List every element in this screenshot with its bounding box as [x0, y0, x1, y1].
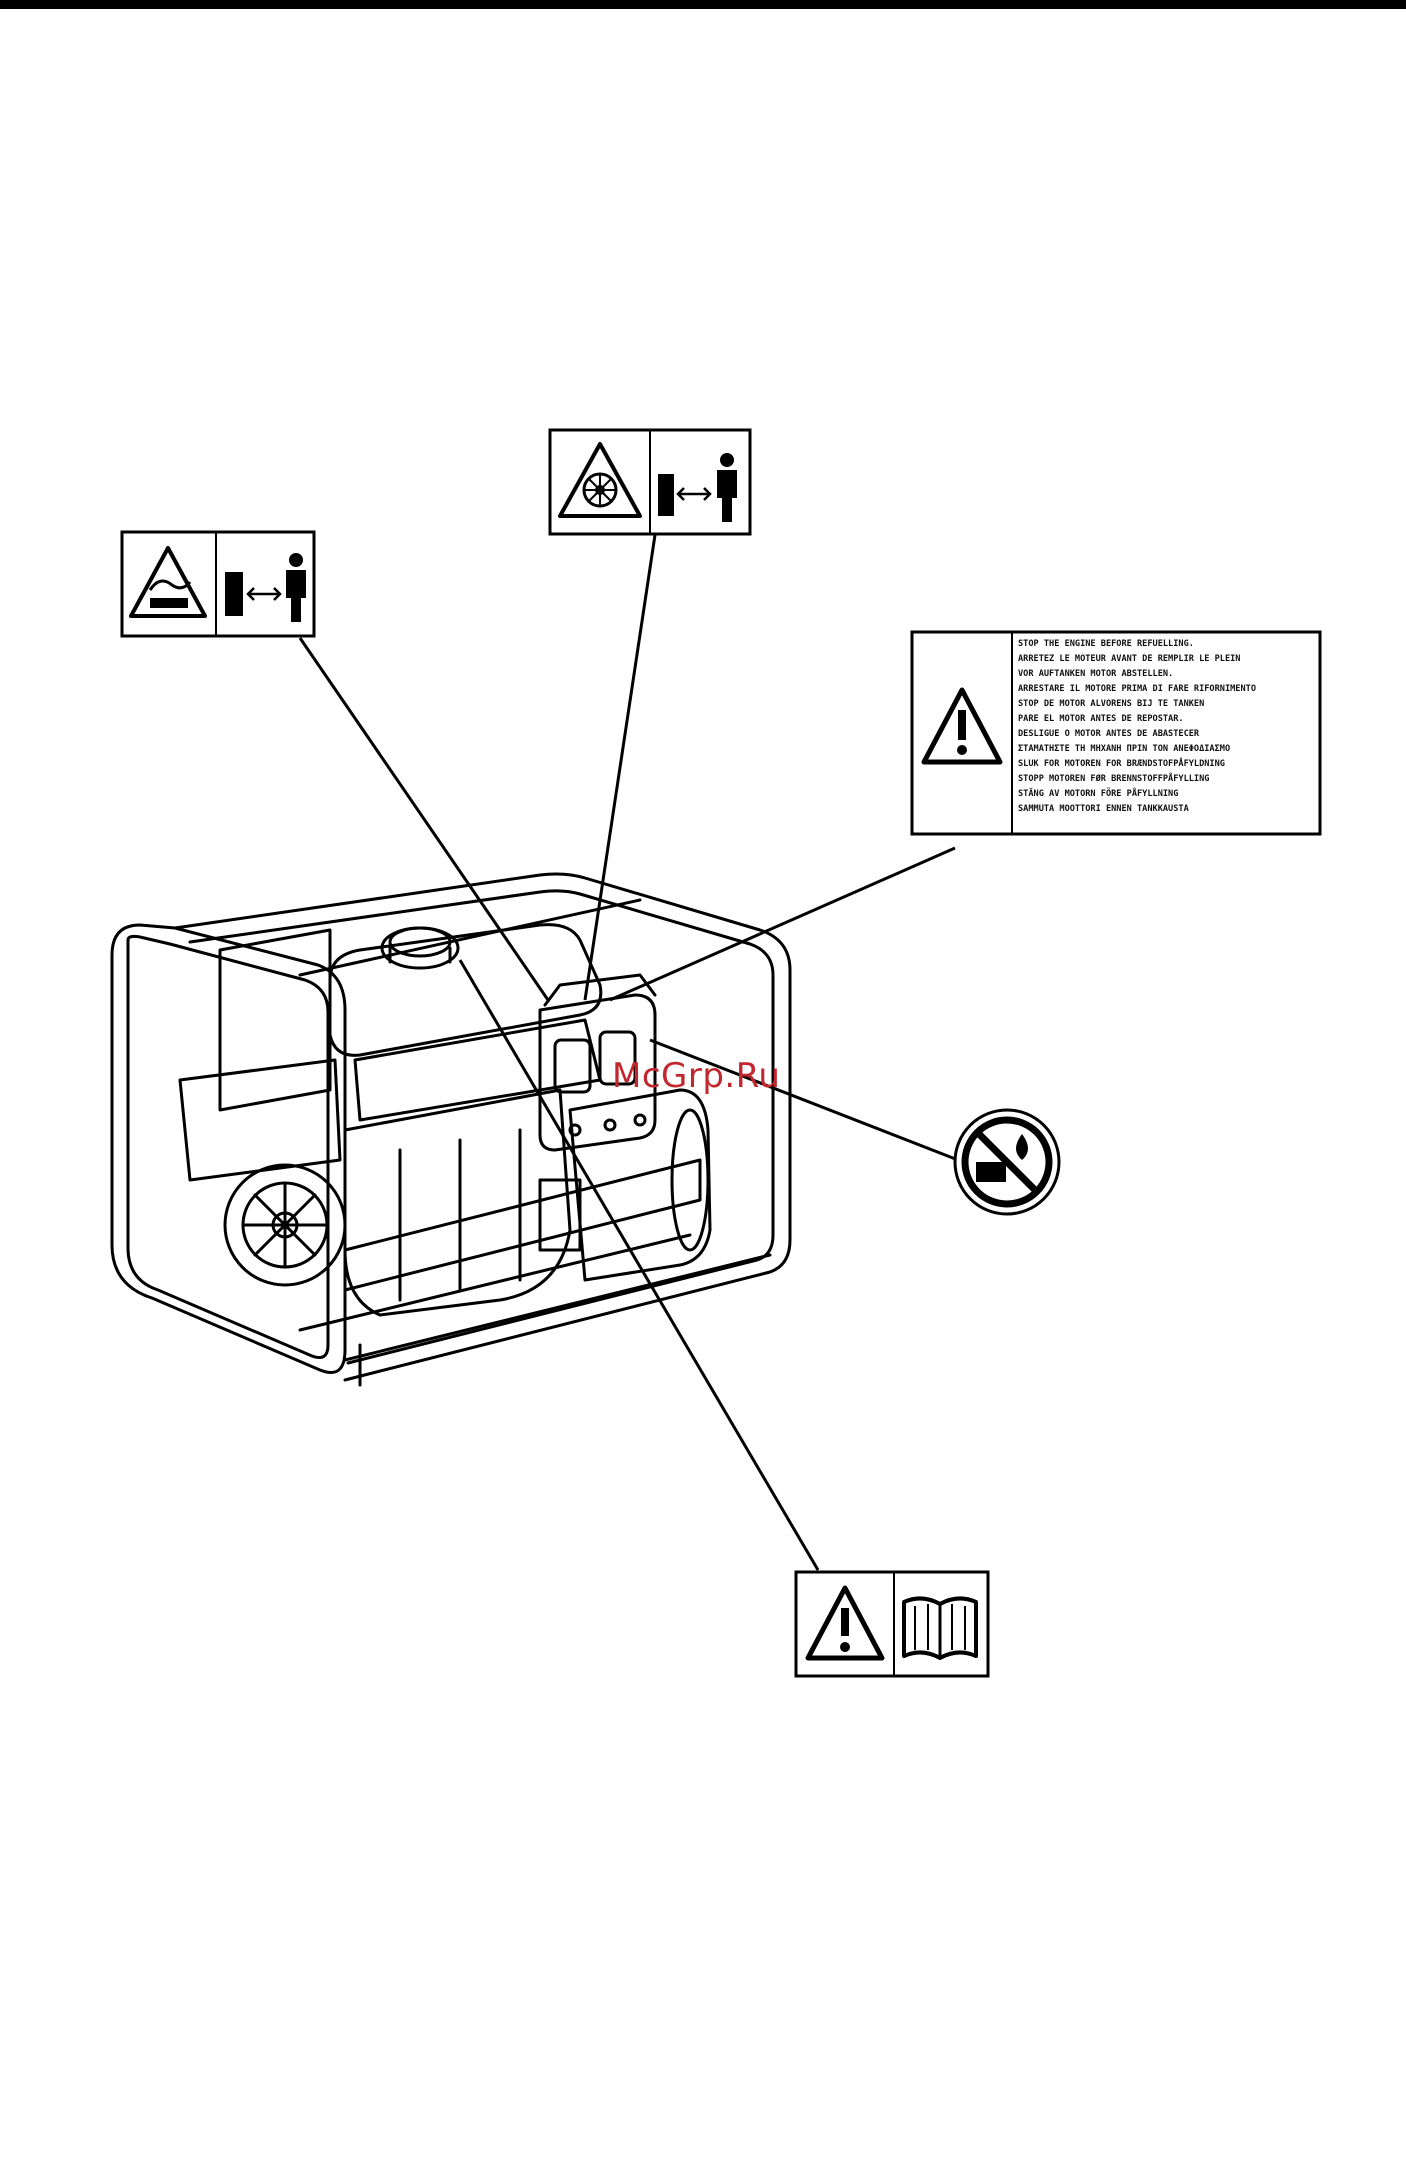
watermark-text: McGrp.Ru [612, 1056, 781, 1096]
refuel-warning-lines: STOP THE ENGINE BEFORE REFUELLING. ARRET… [1018, 639, 1256, 814]
leader-lines [298, 534, 959, 1571]
top-rule [0, 0, 1406, 9]
refuel-warning-line: STOPP MOTOREN FØR BRENNSTOFFPÅFYLLING [1018, 773, 1209, 784]
label-refuel-warning: STOP THE ENGINE BEFORE REFUELLING. ARRET… [910, 630, 1322, 836]
keep-distance-icon [658, 453, 737, 522]
refuel-warning-line: SLUK FOR MOTOREN FOR BRÆNDSTOFPÅFYLDNING [1018, 758, 1225, 769]
label-read-manual [794, 1570, 990, 1678]
leader-rotating-parts [583, 534, 657, 1001]
fuel-tank [328, 923, 603, 1057]
label-no-water [953, 1108, 1061, 1216]
warning-triangle-icon [921, 687, 1003, 765]
keep-distance-icon [225, 553, 306, 622]
refuel-warning-line: VOR AUFTANKEN MOTOR ABSTELLEN. [1018, 669, 1173, 679]
control-panel [538, 993, 657, 1152]
rotating-parts-icon [558, 442, 642, 518]
refuel-warning-line: SAMMUTA MOOTTORI ENNEN TANKKAUSTA [1018, 804, 1190, 814]
leader-hot-surface [298, 637, 550, 1001]
roll-cage-front [110, 923, 347, 1374]
label-rotating-parts [548, 428, 752, 536]
label-hot-surface [120, 530, 316, 638]
leader-refuel-warning [609, 846, 956, 1002]
manual-book-icon [902, 1596, 978, 1660]
generator-illustration [110, 872, 792, 1387]
alternator [568, 1088, 712, 1282]
leader-read-manual [458, 959, 820, 1571]
warning-triangle-icon [805, 1585, 885, 1661]
refuel-warning-line: STOP THE ENGINE BEFORE REFUELLING. [1018, 639, 1194, 649]
hot-surface-icon [129, 546, 207, 618]
refuel-warning-line: ARRESTARE IL MOTORE PRIMA DI FARE RIFORN… [1018, 684, 1256, 694]
no-water-icon [961, 1116, 1053, 1208]
refuel-warning-line: DESLIGUE O MOTOR ANTES DE ABASTECER [1018, 729, 1200, 739]
refuel-warning-line: STOP DE MOTOR ALVORENS BIJ TE TANKEN [1018, 699, 1204, 709]
refuel-warning-line: STÄNG AV MOTORN FÖRE PÅFYLLNING [1018, 788, 1178, 799]
roll-cage-back [173, 872, 792, 1382]
leader-no-water [649, 1038, 959, 1162]
refuel-warning-line: ARRETEZ LE MOTEUR AVANT DE REMPLIR LE PL… [1018, 654, 1240, 664]
refuel-warning-line: PARE EL MOTOR ANTES DE REPOSTAR. [1018, 714, 1184, 724]
refuel-warning-line: ΣΤΑΜΑΤΗΣΤΕ ΤΗ ΜΗΧΑΝΗ ΠΡΙΝ ΤΟΝ ΑΝΕΦΟΔΙΑΣΜ… [1018, 744, 1230, 754]
